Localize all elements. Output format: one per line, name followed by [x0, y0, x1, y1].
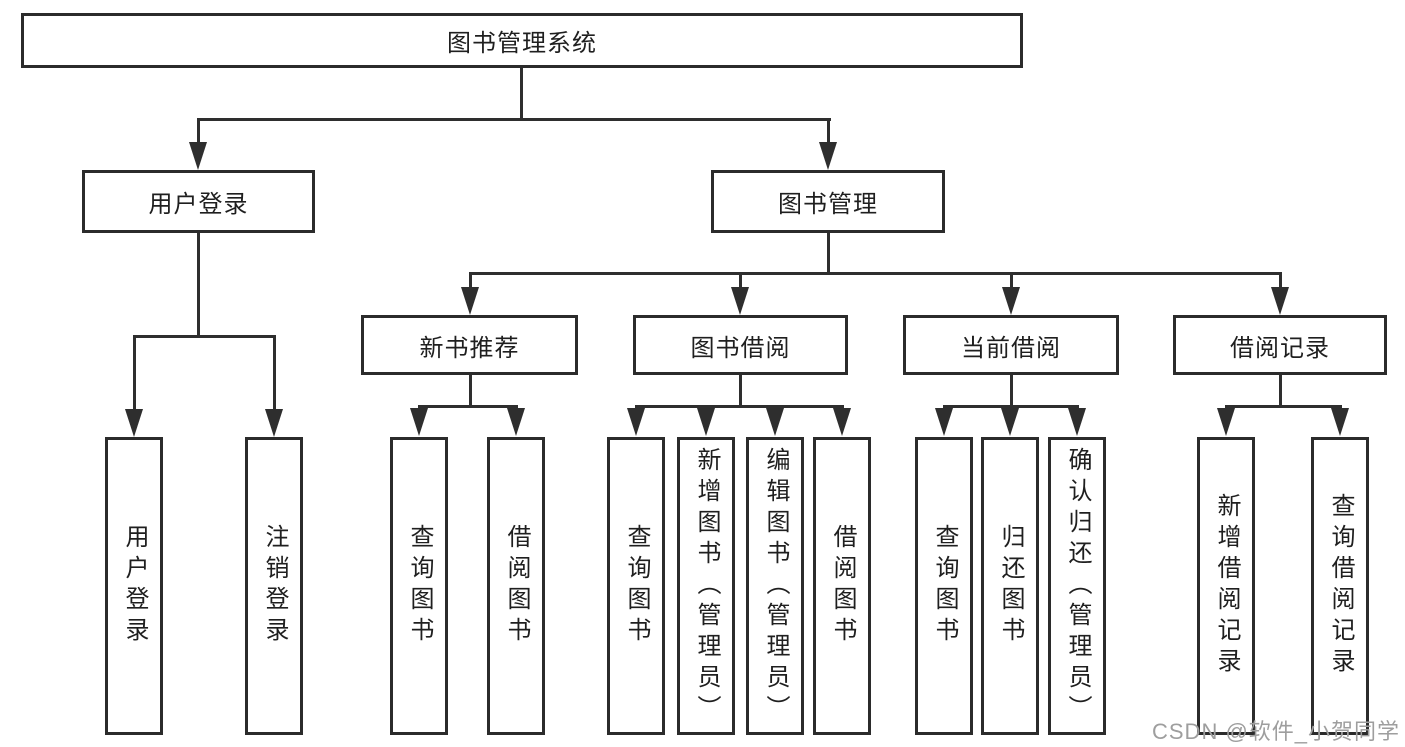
arrow-down-icon	[766, 408, 784, 436]
leaf-query-borrow-record: 查询借阅记录	[1311, 437, 1369, 735]
node-library-management-system: 图书管理系统	[21, 13, 1023, 68]
connector-drop-current-borrow	[1010, 272, 1013, 288]
arrow-down-icon	[1002, 287, 1020, 315]
arrow-down-icon	[410, 408, 428, 436]
leaf-query-books-2: 查询图书	[607, 437, 665, 735]
leaf-edit-books-admin: 编辑图书（管理员）	[746, 437, 804, 735]
node-new-book-recommendation: 新书推荐	[361, 315, 578, 375]
arrow-down-icon	[125, 409, 143, 437]
leaf-query-books-3: 查询图书	[915, 437, 973, 735]
leaf-query-books-1: 查询图书	[390, 437, 448, 735]
connector-drop-leaf-logout	[273, 335, 276, 410]
leaf-user-login: 用户登录	[105, 437, 163, 735]
connector-new-book-stem	[469, 375, 472, 405]
leaf-borrow-books-2: 借阅图书	[813, 437, 871, 735]
node-borrowing-records: 借阅记录	[1173, 315, 1387, 375]
leaf-logout: 注销登录	[245, 437, 303, 735]
leaf-borrow-books-1: 借阅图书	[487, 437, 545, 735]
leaf-return-books: 归还图书	[981, 437, 1039, 735]
node-user-login: 用户登录	[82, 170, 315, 233]
connector-drop-leaf-user-login	[133, 335, 136, 410]
connector-root-stem	[520, 68, 523, 118]
arrow-down-icon	[1001, 408, 1019, 436]
connector-root-rail	[197, 118, 831, 121]
leaf-add-books-admin: 新增图书（管理员）	[677, 437, 735, 735]
connector-user-login-rail	[133, 335, 276, 338]
connector-drop-book-mgmt	[827, 118, 830, 144]
connector-book-borrow-stem	[739, 375, 742, 405]
leaf-confirm-return-admin: 确认归还（管理员）	[1048, 437, 1106, 735]
connector-user-login-stem	[197, 233, 200, 335]
arrow-down-icon	[1068, 408, 1086, 436]
arrow-down-icon	[935, 408, 953, 436]
arrow-down-icon	[833, 408, 851, 436]
node-book-borrowing: 图书借阅	[633, 315, 848, 375]
connector-book-mgmt-stem	[827, 233, 830, 272]
arrow-down-icon	[731, 287, 749, 315]
arrow-down-icon	[627, 408, 645, 436]
connector-current-borrow-rail	[943, 405, 1079, 408]
connector-borrow-records-rail	[1225, 405, 1342, 408]
arrow-down-icon	[189, 142, 207, 170]
arrow-down-icon	[1271, 287, 1289, 315]
connector-current-borrow-stem	[1010, 375, 1013, 405]
arrow-down-icon	[1331, 408, 1349, 436]
connector-borrow-records-stem	[1279, 375, 1282, 405]
arrow-down-icon	[265, 409, 283, 437]
csdn-watermark: CSDN @软件_小贺同学	[1152, 719, 1401, 744]
connector-book-borrow-rail	[635, 405, 844, 408]
arrow-down-icon	[507, 408, 525, 436]
leaf-add-borrow-record: 新增借阅记录	[1197, 437, 1255, 735]
arrow-down-icon	[461, 287, 479, 315]
connector-book-mgmt-rail	[469, 272, 1282, 275]
arrow-down-icon	[697, 408, 715, 436]
connector-drop-book-borrow	[739, 272, 742, 288]
arrow-down-icon	[1217, 408, 1235, 436]
node-current-borrowing: 当前借阅	[903, 315, 1119, 375]
connector-drop-user-login	[197, 118, 200, 144]
arrow-down-icon	[819, 142, 837, 170]
node-book-management: 图书管理	[711, 170, 945, 233]
connector-drop-new-book	[469, 272, 472, 288]
connector-new-book-rail	[418, 405, 518, 408]
connector-drop-borrow-records	[1279, 272, 1282, 288]
